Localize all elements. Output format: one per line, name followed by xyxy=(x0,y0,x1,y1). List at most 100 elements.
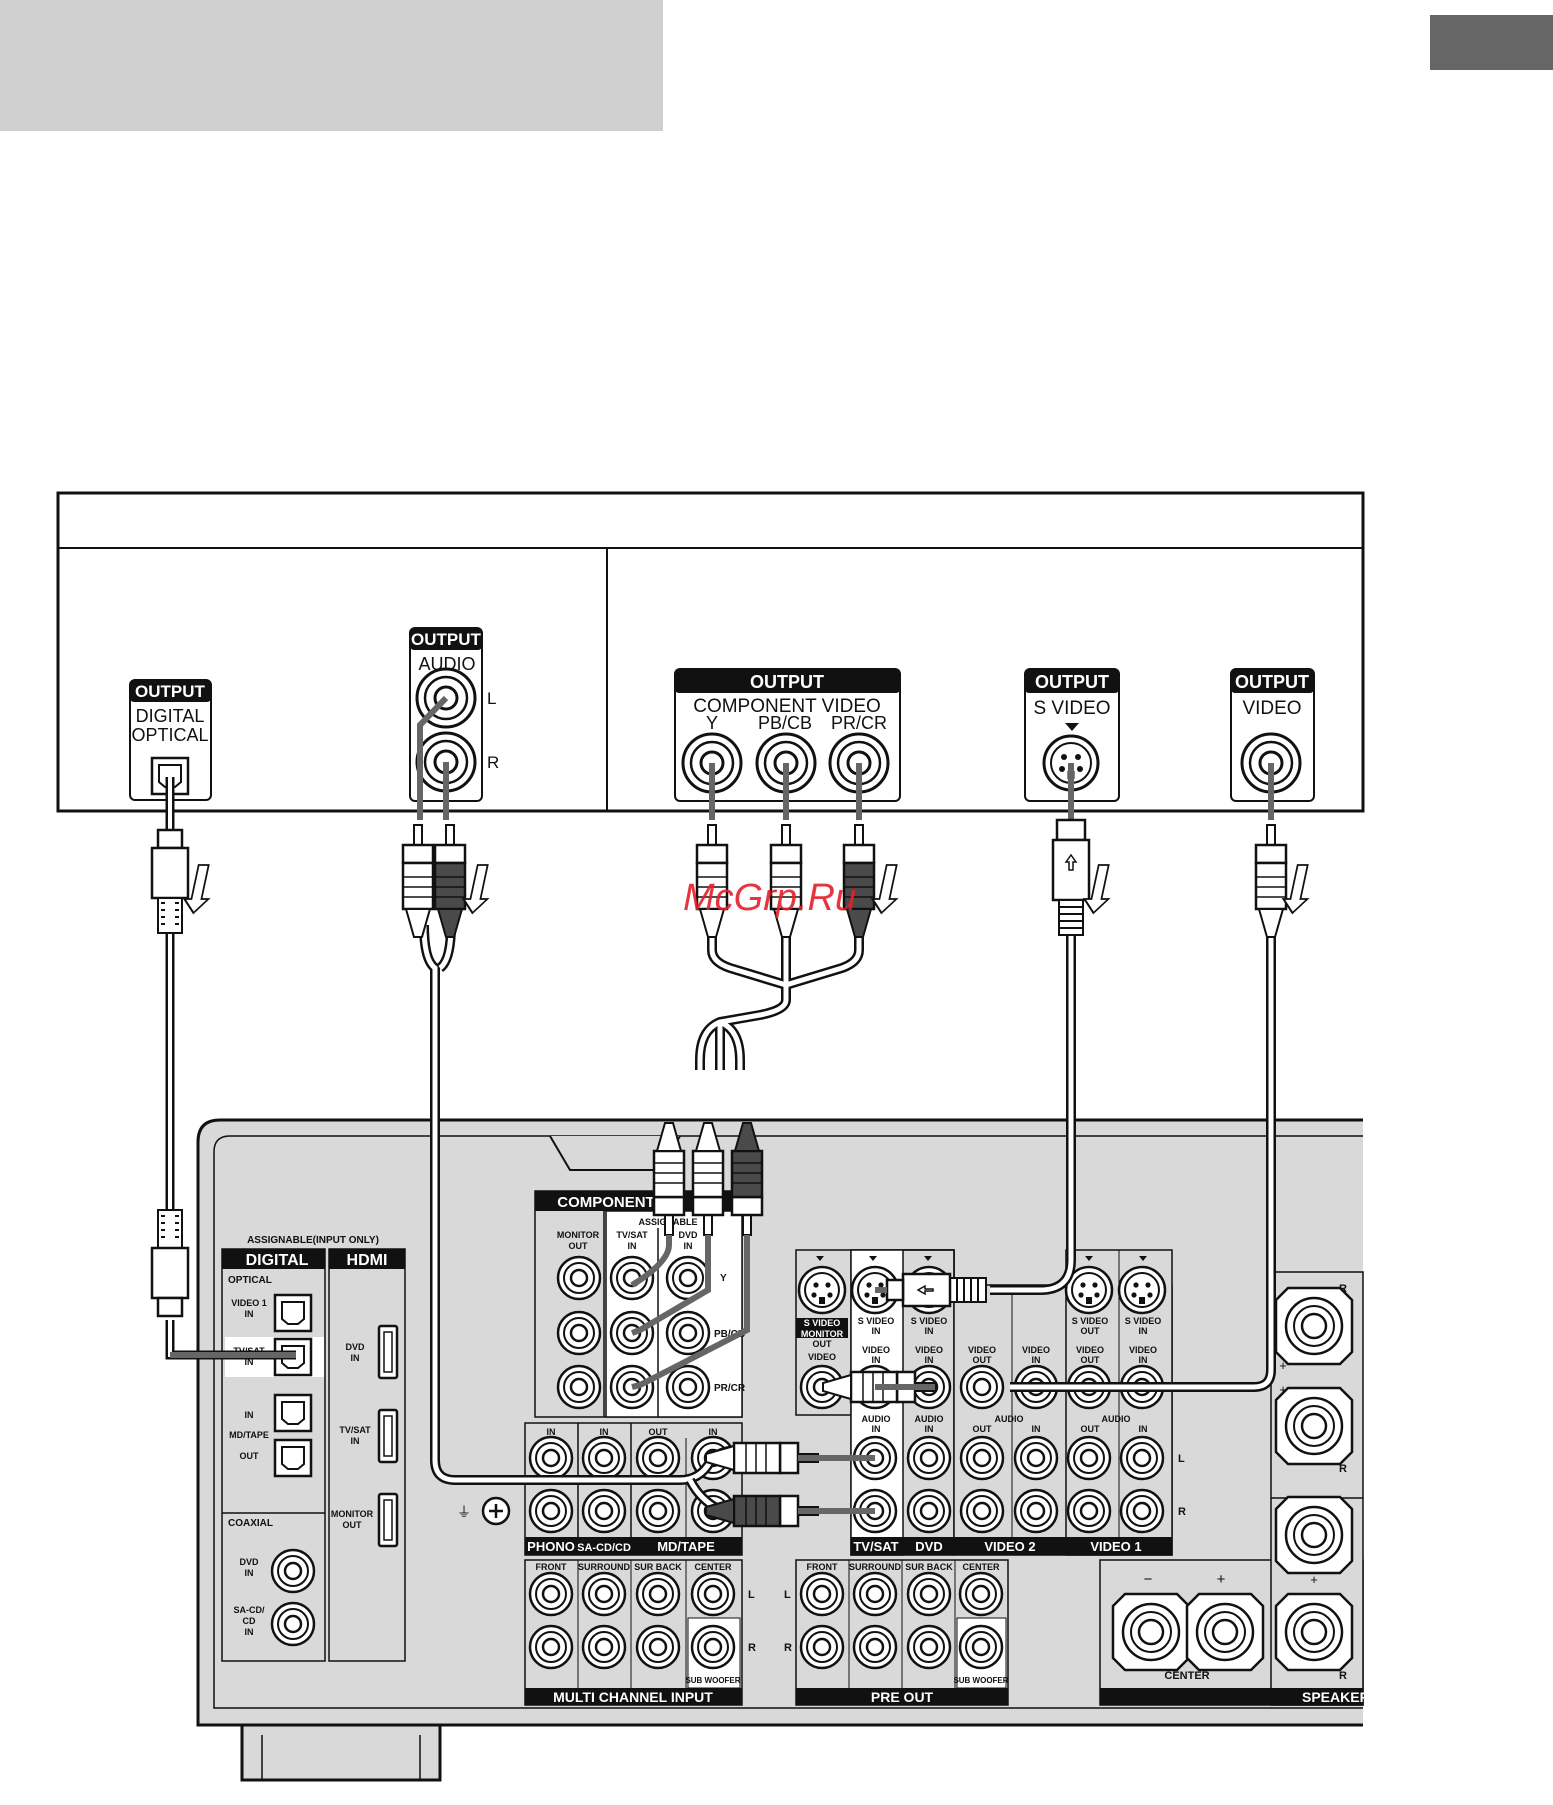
coaxial-dvd-in-jack[interactable] xyxy=(270,1548,316,1594)
hdmi-tvsat-in-jack[interactable] xyxy=(377,1408,399,1464)
preout-center-jack[interactable] xyxy=(958,1571,1004,1617)
video2-video-out-jack[interactable] xyxy=(959,1364,1005,1410)
svideo-output-label: S VIDEO xyxy=(1033,698,1110,719)
video2-audio-in-r-jack[interactable] xyxy=(1013,1488,1059,1534)
preout-front-r-jack[interactable] xyxy=(799,1624,845,1670)
mci-front-r-jack[interactable] xyxy=(528,1624,574,1670)
video1-audio-in-l-jack[interactable] xyxy=(1119,1435,1165,1481)
component-output-box: OUTPUT COMPONENT VIDEO Y PB/CB PR/CR xyxy=(674,668,901,802)
mci-surback-l-jack[interactable] xyxy=(635,1571,681,1617)
speaker-r-label-1: R xyxy=(1339,1283,1347,1295)
speaker-center-plus-terminal[interactable] xyxy=(1185,1592,1265,1672)
preout-surround-label: SURROUND xyxy=(849,1562,902,1572)
speaker-plus-label-2: + xyxy=(1279,1382,1287,1397)
preout-surround-r-jack[interactable] xyxy=(852,1624,898,1670)
monitor-svideo-out-jack[interactable] xyxy=(797,1265,847,1315)
optical-video1-in-jack[interactable] xyxy=(273,1293,313,1333)
phono-l-jack[interactable] xyxy=(528,1435,574,1481)
component-tvsat-label-1: TV/SAT xyxy=(616,1230,648,1240)
dvd-audio-l-jack[interactable] xyxy=(906,1435,952,1481)
in-label-v1-sv: IN xyxy=(1139,1326,1148,1336)
component-monitor-pb-jack[interactable] xyxy=(556,1310,602,1356)
coax-sacd-label-2: CD xyxy=(243,1616,256,1626)
component-monitor-pr-jack[interactable] xyxy=(556,1364,602,1410)
multi-channel-input-section: FRONT SURROUND SUR BACK CENTER SUB WOOFE… xyxy=(524,1559,756,1706)
speaker-terminal-1[interactable] xyxy=(1274,1286,1354,1366)
preout-surback-l-jack[interactable] xyxy=(906,1571,952,1617)
component-monitor-label-1: MONITOR xyxy=(557,1230,600,1240)
video2-section-label: VIDEO 2 xyxy=(984,1539,1035,1554)
video-output-box: OUTPUT VIDEO xyxy=(1230,668,1315,802)
speaker-r-label-4: R xyxy=(1339,1670,1347,1682)
mci-subwoofer-label: SUB WOOFER xyxy=(685,1676,740,1685)
video-label-dvd: VIDEO xyxy=(915,1345,943,1355)
mci-center-jack[interactable] xyxy=(690,1571,736,1617)
speaker-terminal-3[interactable] xyxy=(1274,1495,1354,1575)
monitor-video-label: VIDEO xyxy=(808,1352,836,1362)
header-block xyxy=(0,0,663,131)
mci-front-l-jack[interactable] xyxy=(528,1571,574,1617)
mci-surback-label: SUR BACK xyxy=(634,1562,682,1572)
video-label-v1in: VIDEO xyxy=(1129,1345,1157,1355)
hdmi-tvsat-label-1: TV/SAT xyxy=(339,1425,371,1435)
svg-text:⏚: ⏚ xyxy=(457,1504,471,1520)
coax-dvd-label-1: DVD xyxy=(239,1557,259,1567)
speaker-plus-label: + xyxy=(1217,1571,1226,1588)
component-dvd-pr-jack[interactable] xyxy=(665,1364,711,1410)
mdtape-label: MD/TAPE xyxy=(657,1539,715,1554)
digital-out-label: OUT xyxy=(240,1451,260,1461)
svideo-output-marker-icon xyxy=(1065,723,1079,731)
speaker-terminal-2[interactable] xyxy=(1274,1386,1354,1466)
sacd-r-jack[interactable] xyxy=(581,1488,627,1534)
speaker-center-minus-terminal[interactable] xyxy=(1111,1592,1191,1672)
video2-audio-out-r-jack[interactable] xyxy=(959,1488,1005,1534)
dvd-audio-r-jack[interactable] xyxy=(906,1488,952,1534)
mci-surround-l-jack[interactable] xyxy=(581,1571,627,1617)
video1-audio-out-l-jack[interactable] xyxy=(1066,1435,1112,1481)
mdtape-out-r-jack[interactable] xyxy=(635,1488,681,1534)
in-label-dvd-a: IN xyxy=(925,1424,934,1434)
speaker-plus-label-1: + xyxy=(1279,1358,1287,1373)
preout-front-l-jack[interactable] xyxy=(799,1571,845,1617)
component-output-label: COMPONENT VIDEO xyxy=(693,696,881,717)
video1-audio-in-r-jack[interactable] xyxy=(1119,1488,1165,1534)
hdmi-dvd-label-2: IN xyxy=(351,1353,360,1363)
audio-output-l-label: L xyxy=(487,689,496,708)
mci-surround-r-jack[interactable] xyxy=(581,1624,627,1670)
component-monitor-y-jack[interactable] xyxy=(556,1255,602,1301)
pre-out-section: L R FRONT SURROUND SUR BACK CENTER SUB W… xyxy=(784,1559,1009,1706)
audio-output-box: OUTPUT AUDIO L R xyxy=(409,627,499,802)
mci-subwoofer-jack[interactable] xyxy=(690,1624,736,1670)
hdmi-monitor-out-jack[interactable] xyxy=(377,1492,399,1548)
sacd-l-jack[interactable] xyxy=(581,1435,627,1481)
coaxial-sacd-in-jack[interactable] xyxy=(270,1601,316,1647)
svideo-label-tvsat: S VIDEO xyxy=(858,1316,895,1326)
mci-surback-r-jack[interactable] xyxy=(635,1624,681,1670)
hdmi-dvd-in-jack[interactable] xyxy=(377,1324,399,1380)
sacd-in-label: IN xyxy=(600,1427,609,1437)
component-dvd-label-2: IN xyxy=(684,1241,693,1251)
video1-audio-out-r-jack[interactable] xyxy=(1066,1488,1112,1534)
mdtape-out-l-jack[interactable] xyxy=(635,1435,681,1481)
component-dvd-pb-jack[interactable] xyxy=(665,1310,711,1356)
preout-surround-l-jack[interactable] xyxy=(852,1571,898,1617)
optical-mdtape-in-jack[interactable] xyxy=(273,1393,313,1433)
component-y-label: Y xyxy=(720,1273,727,1284)
optical-output-box: OUTPUT DIGITAL OPTICAL xyxy=(129,679,212,801)
phono-r-jack[interactable] xyxy=(528,1488,574,1534)
out-label-v1-a: OUT xyxy=(1081,1424,1101,1434)
video1-svideo-in-jack[interactable] xyxy=(1117,1265,1167,1315)
speaker-terminal-4[interactable] xyxy=(1274,1592,1354,1672)
preout-subwoofer-jack[interactable] xyxy=(958,1624,1004,1670)
preout-r-side-label: R xyxy=(784,1642,792,1654)
in-label-tvsat-v: IN xyxy=(872,1355,881,1365)
video-section-r-label: R xyxy=(1178,1506,1186,1518)
digital-optical-label: OPTICAL xyxy=(228,1275,272,1286)
video2-audio-in-l-jack[interactable] xyxy=(1013,1435,1059,1481)
digital-tvsat-label-2: IN xyxy=(245,1357,254,1367)
component-output-pr: PR/CR xyxy=(831,713,887,733)
optical-mdtape-out-jack[interactable] xyxy=(273,1438,313,1478)
preout-surback-r-jack[interactable] xyxy=(906,1624,952,1670)
ground-terminal[interactable]: ⏚ xyxy=(457,1496,511,1526)
video2-audio-out-l-jack[interactable] xyxy=(959,1435,1005,1481)
